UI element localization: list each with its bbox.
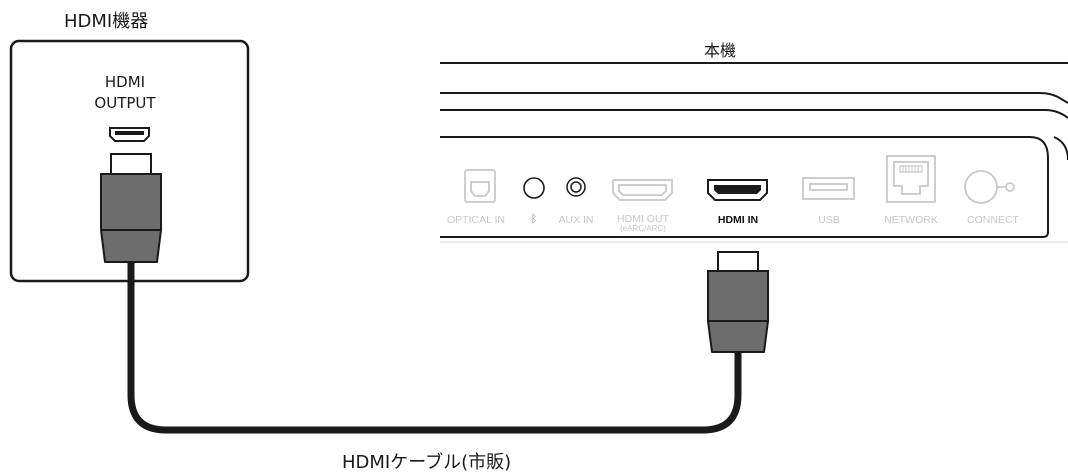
optical-in-port-icon [464,169,496,203]
unit-hdmi-plug-icon [707,251,769,353]
hdmi-in-port-icon [707,179,768,201]
device-title: HDMI機器 [64,11,149,32]
usb-label: USB [818,214,840,226]
aux-in-port-icon [566,177,586,197]
bluetooth-button-icon [523,177,545,199]
optical-in-label: OPTICAL IN [447,214,505,226]
usb-port-icon [802,177,855,200]
cable-label: HDMIケーブル(市販) [342,452,512,473]
connect-button-icon [964,170,1015,204]
device-port-label-line1: HDMI [104,73,146,91]
hdmi-out-port-icon [612,179,673,201]
network-label: NETWORK [884,214,938,226]
hdmi-out-label-sub: (eARC/ARC) [620,224,666,233]
hdmi-cable [127,258,742,434]
hdmi-out-label: HDMI OUT (eARC/ARC) [606,213,680,233]
unit-body-outline [440,62,1068,243]
device-port-label-line2: OUTPUT [94,94,156,112]
device-port-label: HDMI OUTPUT [70,72,180,114]
aux-in-label: AUX IN [558,214,594,226]
device-hdmi-plug-icon [100,153,162,263]
hdmi-in-label: HDMI IN [717,214,759,226]
network-port-icon [886,155,936,203]
hdmi-out-label-main: HDMI OUT [617,213,669,225]
bluetooth-icon: ᛒ [530,213,538,225]
unit-title: 本機 [704,41,737,60]
connect-label: CONNECT [967,214,1019,226]
device-hdmi-output-port-icon [109,127,150,142]
